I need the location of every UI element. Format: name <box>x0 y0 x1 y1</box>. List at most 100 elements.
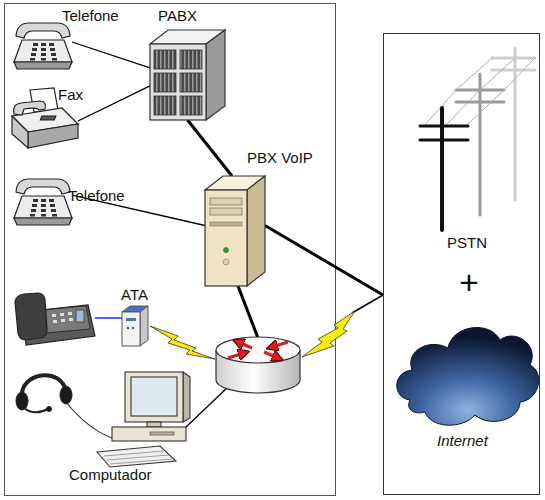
layout-wire <box>352 295 383 313</box>
device-label: Telefone <box>62 8 119 25</box>
headset-icon <box>22 375 66 398</box>
connector-line <box>188 120 233 176</box>
layout-wire <box>185 386 229 428</box>
computer-icon <box>97 446 176 467</box>
pabx-server-icon <box>154 73 176 92</box>
telephone-pole-icon <box>492 48 535 200</box>
fax-icon <box>40 116 55 120</box>
device-label: Computador <box>69 467 152 484</box>
voip-server-icon <box>210 198 242 205</box>
pabx-node: PABX <box>150 30 225 120</box>
layout-wire <box>238 286 258 338</box>
ip-phone-icon <box>61 319 65 322</box>
ip-phone-icon <box>15 293 95 345</box>
telephone-pole-icon <box>420 108 468 230</box>
pabx-server-icon <box>180 96 202 115</box>
ip-phone-icon <box>15 293 47 340</box>
telephone-pole-icon <box>420 139 468 142</box>
computer-icon <box>147 422 161 427</box>
telephone-node: Telefone <box>14 14 72 70</box>
telephone-pole-icon <box>480 58 515 90</box>
pstn-node: PSTN <box>429 41 534 231</box>
pabx-server-icon <box>154 50 176 69</box>
computer-icon <box>125 372 183 422</box>
ip-phone-icon <box>42 306 90 333</box>
internet-cloud-icon <box>397 328 539 426</box>
router-icon <box>216 337 300 363</box>
device-label: Telefone <box>68 188 125 205</box>
device-label: PBX VoIP <box>247 150 313 167</box>
pabx-server-icon <box>206 30 225 120</box>
ip-phone-icon <box>68 312 72 315</box>
device-label: Fax <box>58 87 83 104</box>
computer-icon <box>112 427 186 441</box>
headset-icon <box>16 375 72 412</box>
layout-wire <box>95 317 122 319</box>
pabx-server-icon <box>154 96 176 115</box>
voip-server-icon <box>223 259 229 265</box>
network-box: + PSTN Internet <box>383 33 540 495</box>
device-label: + <box>459 264 479 301</box>
router-icon <box>272 342 288 347</box>
device-label: PABX <box>158 8 197 25</box>
fax-node: Fax <box>12 88 78 148</box>
voip-server-icon <box>210 208 242 215</box>
voip-server-icon <box>247 176 265 286</box>
voip-server-icon <box>224 248 229 253</box>
telephone-pole-icon <box>492 69 535 72</box>
connector-line <box>72 42 150 68</box>
ata-adapter-icon <box>140 306 148 346</box>
pabx-server-icon <box>180 50 202 69</box>
telephone-pole-icon <box>479 74 482 215</box>
router-icon <box>264 352 278 358</box>
voip-server-icon <box>205 176 265 286</box>
device-label: Internet <box>437 433 488 450</box>
ip-phone-icon <box>60 313 64 316</box>
computer-icon <box>97 372 190 467</box>
computer-icon <box>150 432 174 435</box>
device-label: PSTN <box>447 235 487 252</box>
site-boundary <box>5 4 336 496</box>
telephone-icon <box>14 23 72 69</box>
ata-adapter-icon <box>122 306 148 346</box>
router-icon <box>216 337 300 393</box>
connector-line <box>78 86 150 121</box>
telephone-pole-icon <box>445 90 480 126</box>
ata-adapter-icon <box>132 327 134 329</box>
telephone-pole-icon <box>420 125 468 128</box>
pabx-server-icon <box>150 44 206 120</box>
pabx-server-icon <box>180 73 202 92</box>
ata-adapter-icon <box>126 318 136 321</box>
ip-phone-icon <box>69 318 73 321</box>
ata-adapter-icon <box>127 327 129 329</box>
layout-wire <box>66 286 383 440</box>
voip-pbx-node: PBX VoIP <box>205 176 265 286</box>
computer-icon <box>131 377 177 416</box>
device-label: ATA <box>121 287 148 304</box>
computer-icon <box>183 372 190 422</box>
fax-icon <box>14 101 46 115</box>
telephone-node: Telefone <box>14 170 72 226</box>
fax-icon <box>28 124 78 148</box>
voip-server-icon <box>205 190 247 286</box>
telephone-pole-icon <box>466 90 504 126</box>
connector-layer <box>72 42 383 295</box>
headset-icon <box>47 407 52 412</box>
ata-adapter-icon <box>122 312 140 346</box>
ip-phone-icon <box>76 310 84 322</box>
telephone-pole-icon <box>420 48 535 230</box>
headset-icon <box>24 408 48 412</box>
computer-node: Computador <box>95 372 190 465</box>
computer-icon <box>104 451 172 464</box>
ata-node: ATA <box>122 306 148 346</box>
fax-icon <box>12 116 28 148</box>
internet-cloud-icon <box>397 328 539 426</box>
connector-line <box>265 226 383 295</box>
telephone-pole-icon <box>456 101 504 104</box>
router-icon <box>238 342 252 348</box>
lightning-link <box>150 326 215 359</box>
voip-server-icon <box>210 222 242 226</box>
lightning-link <box>302 311 355 357</box>
